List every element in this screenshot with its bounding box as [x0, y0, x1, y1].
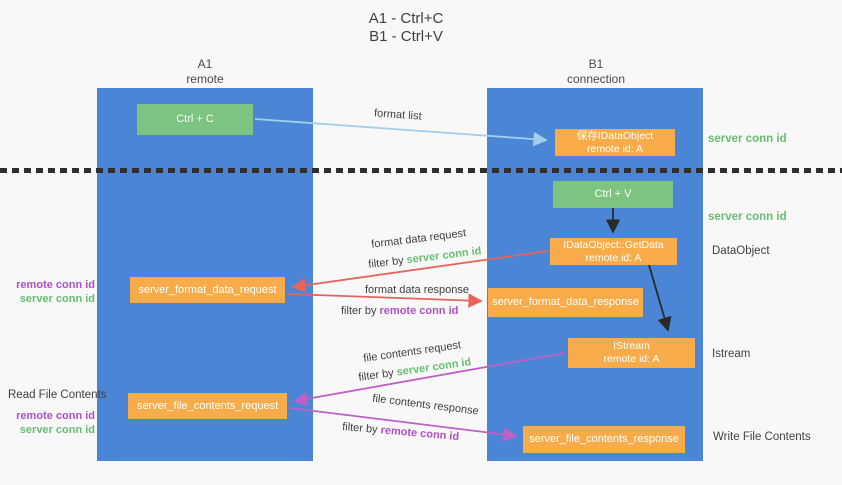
server-format-data-response-label: server_format_data_response	[492, 296, 639, 308]
save-idataobject-line1: 保存IDataObject	[576, 129, 654, 142]
filter-by-text: filter by	[357, 366, 398, 384]
filter-by-text: filter by	[367, 254, 408, 271]
server-file-contents-request-label: server_file_contents_request	[136, 399, 279, 412]
ctrl-c-box: Ctrl + C	[137, 104, 253, 135]
remote-conn-id-text: remote conn id	[380, 424, 460, 444]
right-server-conn-id-mid-label: server conn id	[708, 211, 787, 223]
getdata-line2: remote id: A	[585, 251, 642, 264]
istream-line2: remote id: A	[603, 353, 660, 365]
filter-by-text: filter by	[341, 305, 380, 317]
read-file-contents-label: Read File Contents	[8, 389, 107, 401]
title-line-a1: A1 - Ctrl+C	[368, 10, 444, 27]
format-data-request-label: format data request	[370, 227, 467, 251]
left-conn-ids-top: remote conn id server conn id	[0, 278, 95, 306]
save-idataobject-line2: remote id: A	[586, 142, 644, 155]
lane-header-a1: A1 remote	[145, 57, 265, 87]
format-list-label: format list	[373, 107, 423, 123]
file-contents-response-filter-label: filter by remote conn id	[342, 421, 460, 443]
server-file-contents-response-label: server_file_contents_response	[529, 433, 679, 445]
left-conn-ids-bottom: remote conn id server conn id	[0, 409, 95, 437]
ctrl-v-box: Ctrl + V	[553, 181, 673, 208]
lane-b1-role: connection	[566, 72, 626, 86]
diagram-title: A1 - Ctrl+C B1 - Ctrl+V	[296, 10, 516, 46]
dataobject-label: DataObject	[712, 245, 770, 257]
format-data-response-label: format data response	[365, 284, 469, 296]
left-remote-conn-id-bottom-label: remote conn id	[16, 410, 95, 422]
server-conn-id-text: server conn id	[405, 245, 483, 267]
server-format-data-response-box: server_format_data_response	[488, 288, 643, 317]
istream-line1: IStream	[613, 340, 650, 352]
right-server-conn-id-top-label: server conn id	[708, 133, 787, 145]
left-server-conn-id-top-label: server conn id	[19, 293, 95, 305]
format-data-response-filter-label: filter by remote conn id	[341, 305, 458, 317]
title-line-b1: B1 - Ctrl+V	[369, 28, 443, 45]
file-contents-response-label: file contents response	[371, 392, 480, 418]
left-server-conn-id-bottom-label: server conn id	[19, 424, 95, 436]
server-file-contents-request-box: server_file_contents_request	[128, 393, 287, 419]
istream-side-label: Istream	[712, 348, 751, 360]
getdata-line1: IDataObject::GetData	[563, 238, 664, 251]
lane-b1-name: B1	[588, 57, 604, 71]
save-idataobject-box: 保存IDataObject remote id: A	[555, 129, 675, 156]
dotted-divider-line	[0, 168, 842, 173]
server-conn-id-text: server conn id	[395, 356, 473, 379]
remote-conn-id-text: remote conn id	[379, 305, 459, 317]
left-remote-conn-id-top-label: remote conn id	[16, 279, 95, 291]
server-file-contents-response-box: server_file_contents_response	[523, 426, 685, 453]
istream-box: IStream remote id: A	[568, 338, 695, 368]
write-file-contents-label: Write File Contents	[713, 431, 811, 443]
lane-header-b1: B1 connection	[536, 57, 656, 87]
idataobject-getdata-box: IDataObject::GetData remote id: A	[550, 238, 677, 265]
lane-a1-name: A1	[197, 57, 213, 71]
ctrl-c-label: Ctrl + C	[176, 113, 214, 125]
server-format-data-request-label: server_format_data_request	[138, 283, 277, 296]
server-format-data-request-box: server_format_data_request	[130, 277, 285, 303]
filter-by-text: filter by	[341, 420, 382, 437]
ctrl-v-label: Ctrl + V	[594, 188, 632, 200]
lane-a1-role: remote	[186, 72, 224, 86]
